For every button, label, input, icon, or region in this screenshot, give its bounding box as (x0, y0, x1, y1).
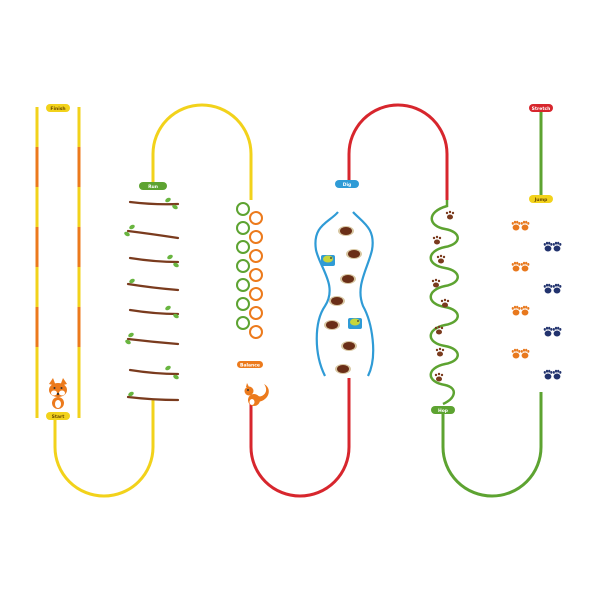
balance-sign: Balance (237, 361, 263, 369)
stretch-label: Stretch (532, 106, 551, 112)
paw-print (511, 220, 521, 231)
paw-print (543, 283, 553, 294)
left-bank (314, 211, 339, 377)
start-sign: Start (46, 412, 70, 420)
hoops-orange (249, 211, 263, 339)
stretch-sign: Stretch (529, 104, 553, 112)
squirrel-icon (244, 383, 269, 406)
paw-print (520, 305, 530, 316)
course-path (53, 103, 543, 498)
run-sign: Run (139, 182, 167, 190)
paw-print (511, 305, 521, 316)
fox-ladder: Finish Start (35, 104, 81, 420)
paw-print (520, 261, 530, 272)
branch-6 (126, 337, 180, 346)
branch-7 (128, 368, 180, 376)
paw-print (552, 369, 562, 380)
hop-sign: Hop (431, 406, 455, 414)
fox-icon (49, 378, 67, 409)
acorn-icon (324, 226, 362, 374)
paw-print (552, 283, 562, 294)
finish-label: Finish (50, 106, 65, 112)
paw-print (543, 326, 553, 337)
bird-icon (321, 255, 362, 329)
dig-label: Dig (343, 182, 352, 188)
jump-sign: Jump (529, 195, 553, 203)
jump-label: Jump (534, 197, 549, 203)
branch-3 (128, 256, 180, 264)
branch-2 (126, 229, 180, 240)
hop-label: Hop (438, 408, 449, 414)
burrow-holes: Dig (314, 180, 375, 377)
branch-4 (126, 282, 180, 292)
branch-stepping: Run (124, 182, 180, 402)
paw-print-icon (511, 220, 562, 380)
start-label: Start (52, 414, 66, 420)
run-label: Run (148, 184, 158, 190)
hoop-hopping: Balance (236, 202, 269, 406)
footprint-icons (431, 210, 455, 382)
paw-print (520, 220, 530, 231)
paw-print (543, 241, 553, 252)
branch-1 (128, 200, 180, 206)
branch-rungs (126, 200, 180, 402)
paw-print (543, 369, 553, 380)
balance-label: Balance (240, 363, 260, 369)
dig-sign: Dig (335, 180, 359, 188)
hoops-green (236, 202, 250, 330)
right-bank (352, 211, 375, 377)
branch-8 (126, 395, 180, 402)
leaf-icon (124, 197, 179, 397)
paw-print (552, 326, 562, 337)
paw-print (511, 348, 521, 359)
paw-print (511, 261, 521, 272)
branch-5 (128, 308, 180, 316)
wiggle-path (429, 200, 459, 406)
stream-banks (314, 211, 375, 377)
paw-print (552, 241, 562, 252)
paw-print (520, 348, 530, 359)
squirrel-wiggle: Hop (429, 200, 459, 414)
paw-prints: Stretch Jump (511, 104, 562, 380)
finish-sign: Finish (46, 104, 70, 112)
